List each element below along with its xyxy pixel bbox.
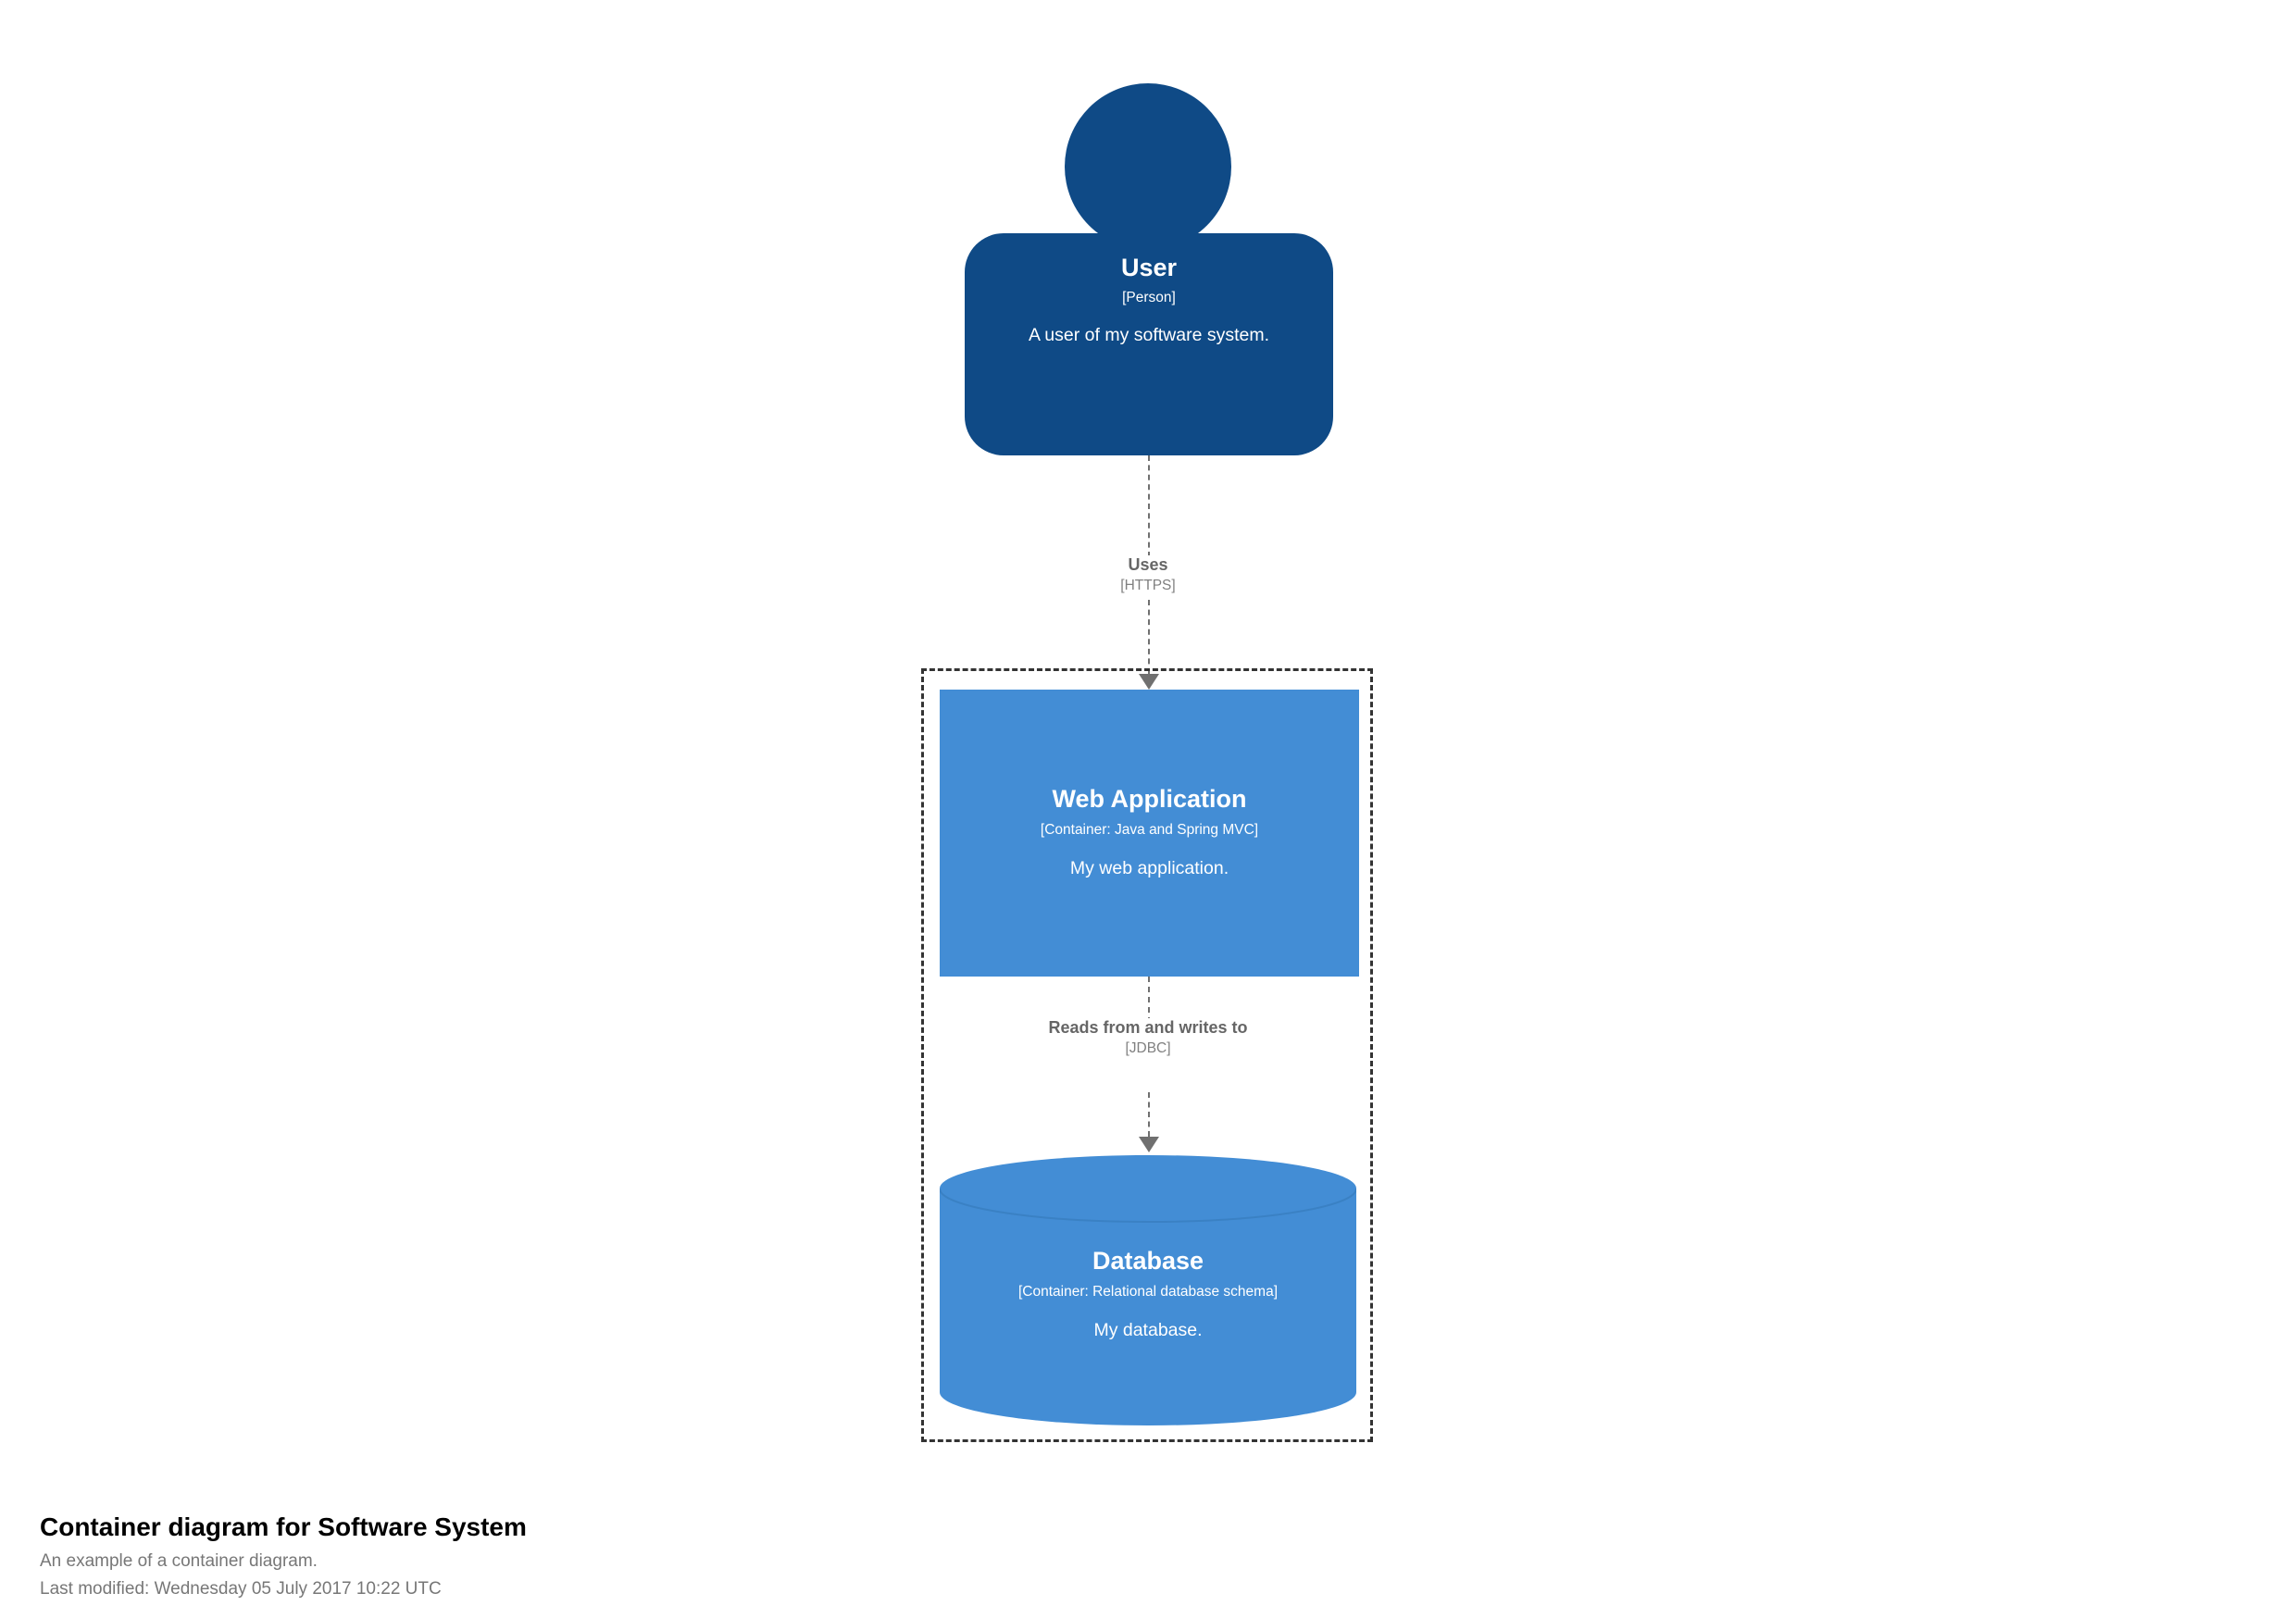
container-description: My database. [1093,1320,1203,1341]
software-system-boundary [921,668,1373,1442]
person-description: A user of my software system. [1028,324,1270,345]
person-user[interactable]: User [Person] A user of my software syst… [965,83,1333,455]
person-name: User [1120,254,1178,281]
container-name: Web Application [1052,784,1247,813]
relationship-uses-arrowhead [1139,674,1159,690]
relationship-uses-description: Uses [1128,555,1168,574]
caption-subtitle: An example of a container diagram. [40,1551,318,1571]
relationship-uses-technology: [HTTPS] [1120,578,1176,594]
relationship-reads-writes-line-upper [1148,977,1150,1023]
container-description: My web application. [1069,858,1229,879]
caption-last-modified: Last modified: Wednesday 05 July 2017 10… [40,1578,442,1599]
relationship-uses-line-upper [1148,455,1150,557]
relationship-uses-line-lower [1148,600,1150,674]
relationship-reads-writes-arrowhead [1139,1137,1159,1152]
person-type: [Person] [1122,290,1176,306]
person-head-icon [1065,83,1231,250]
relationship-reads-writes-description: Reads from and writes to [1048,1018,1248,1037]
cylinder-shape-icon [940,1155,1356,1425]
relationship-reads-writes-technology: [JDBC] [1125,1040,1171,1057]
container-web-application[interactable]: Web Application [Container: Java and Spr… [940,690,1359,977]
caption-title: Container diagram for Software System [40,1512,527,1541]
relationship-uses-label: Uses [HTTPS] [1032,555,1264,595]
container-database[interactable]: Database [Container: Relational database… [940,1155,1356,1425]
relationship-reads-writes-line-lower [1148,1092,1150,1137]
cylinder-text-block: Database [Container: Relational database… [940,1155,1356,1425]
diagram-caption: Container diagram for Software System An… [40,1511,1336,1601]
relationship-reads-writes-label: Reads from and writes to [JDBC] [1032,1018,1264,1058]
container-type: [Container: Java and Spring MVC] [1040,821,1259,838]
container-type: [Container: Relational database schema] [1017,1283,1279,1300]
container-name: Database [1092,1246,1204,1275]
person-body: User [Person] A user of my software syst… [965,233,1333,455]
